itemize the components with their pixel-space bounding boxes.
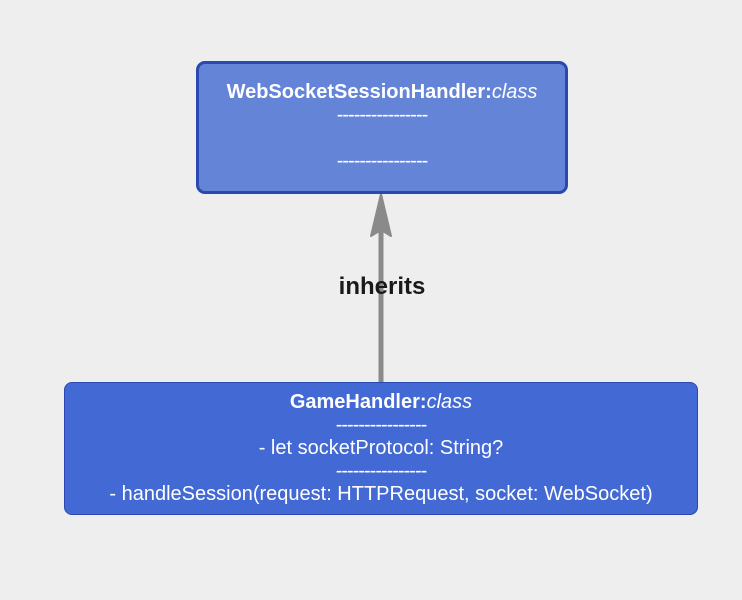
class-name: GameHandler: (289, 391, 427, 413)
separator: ---------------- (336, 104, 429, 126)
separator: ---------------- (335, 460, 428, 482)
class-method: - handleSession(request: HTTPRequest, so… (109, 483, 653, 505)
attributes-empty (199, 127, 565, 150)
class-attribute: - let socketProtocol: String? (258, 437, 504, 459)
class-kind: class (491, 81, 538, 103)
separator: ---------------- (336, 150, 429, 172)
class-title: GameHandler:class (65, 391, 697, 414)
separator: ---------------- (335, 414, 428, 436)
edge-label-inherits: inherits (338, 273, 426, 300)
class-box-websocketsessionhandler[interactable]: WebSocketSessionHandler:class ----------… (196, 61, 568, 194)
class-title: WebSocketSessionHandler:class (199, 81, 565, 104)
class-box-gamehandler[interactable]: GameHandler:class ---------------- - let… (64, 382, 698, 515)
inheritance-arrowhead (370, 193, 392, 237)
class-name: WebSocketSessionHandler: (226, 81, 492, 103)
class-kind: class (426, 391, 473, 413)
